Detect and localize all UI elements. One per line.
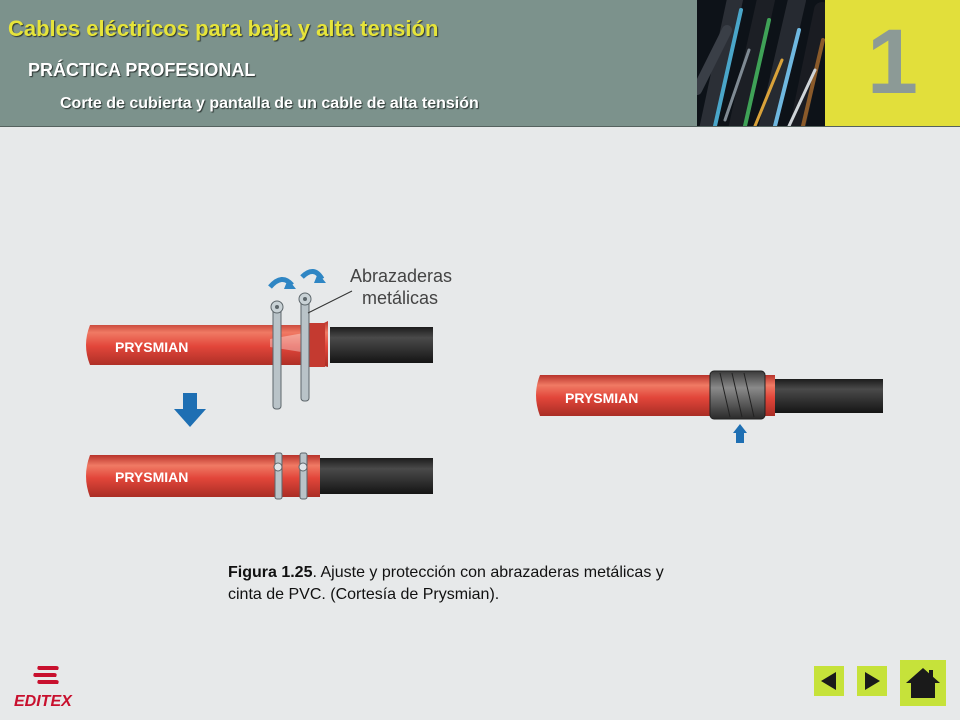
editex-logo: EDITEX <box>12 662 82 712</box>
caption-text-line2: cinta de PVC. (Cortesía de Prysmian). <box>228 586 500 603</box>
cable-brand-label: PRYSMIAN <box>565 390 638 406</box>
logo-text: EDITEX <box>14 693 73 710</box>
cables-photo <box>697 0 825 126</box>
cable-brand-label: PRYSMIAN <box>115 339 188 355</box>
callout-line2: metálicas <box>362 288 438 308</box>
triangle-right-icon <box>865 672 880 690</box>
section-title: Corte de cubierta y pantalla de un cable… <box>60 95 479 112</box>
next-button[interactable] <box>857 666 887 696</box>
figure-ref: Figura 1.25 <box>228 564 313 581</box>
prev-button[interactable] <box>814 666 844 696</box>
cable-step-2: PRYSMIAN <box>86 452 433 500</box>
callout-line1: Abrazaderas <box>350 266 452 286</box>
page-title: Cables eléctricos para baja y alta tensi… <box>8 16 439 41</box>
chapter-badge: 1 <box>825 0 960 126</box>
house-icon <box>906 668 940 698</box>
home-button[interactable] <box>900 660 946 706</box>
cable-brand-label: PRYSMIAN <box>115 469 188 485</box>
cable-step-1: PRYSMIAN <box>86 269 433 410</box>
page-subtitle: PRÁCTICA PROFESIONAL <box>28 60 256 80</box>
down-arrow-icon <box>174 393 206 427</box>
header-bar: Cables eléctricos para baja y alta tensi… <box>0 0 960 127</box>
caption-text-line1: . Ajuste y protección con abrazaderas me… <box>312 564 664 581</box>
cable-step-3: PRYSMIAN <box>536 370 883 420</box>
figure-illustration: PRYSMIAN Abrazaderas metálicas <box>70 255 900 515</box>
figure-caption: Figura 1.25. Ajuste y protección con abr… <box>228 562 748 606</box>
triangle-left-icon <box>821 672 836 690</box>
chapter-number: 1 <box>866 11 919 113</box>
up-arrow-icon <box>733 424 747 443</box>
